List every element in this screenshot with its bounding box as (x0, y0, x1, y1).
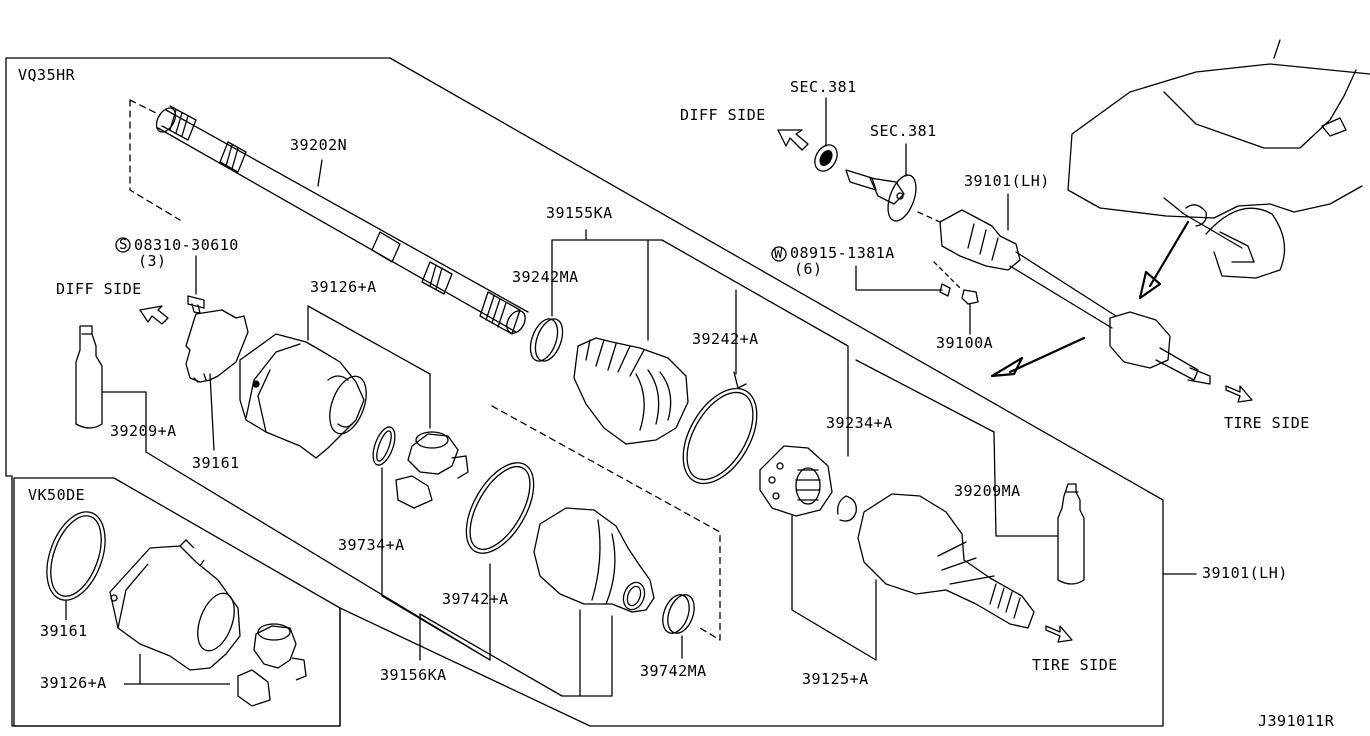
label-39742ma: 39742MA (640, 662, 707, 680)
flange-sec381 (845, 169, 917, 222)
boot-upper (573, 337, 689, 445)
circle-s-marker (115, 237, 131, 253)
label-39126a: 39126+A (310, 278, 377, 296)
label-39202n: 39202N (290, 136, 348, 154)
frame-label-main: VQ35HR (18, 66, 76, 84)
circlip-39234a (837, 495, 857, 522)
ring-39734a (372, 426, 396, 466)
leader-39156ka (419, 609, 613, 697)
inset-frame (13, 477, 341, 727)
arrow-diff-side-left (139, 305, 169, 325)
shaft-top-guide (917, 211, 941, 223)
washer-part (939, 283, 951, 297)
main-frame (5, 57, 1164, 727)
leader-39209ma-top (855, 359, 995, 433)
arrow-large-left (990, 336, 1086, 378)
spider-joint (395, 431, 469, 509)
label-sec381-b: SEC.381 (870, 122, 937, 140)
leader-39209a (101, 391, 491, 661)
outer-joint (857, 493, 1035, 629)
grease-tube-right (1057, 483, 1085, 585)
label-39234a: 39234+A (826, 414, 893, 432)
label-bolt-qty: (3) (138, 252, 167, 270)
circle-w-marker (771, 246, 787, 262)
leader-39202n (317, 159, 323, 187)
arrow-tire-side-bottom (1045, 625, 1073, 643)
leader-39155ka (551, 229, 849, 457)
leader-39161 (209, 373, 215, 451)
boot-lower (533, 507, 655, 613)
label-39742a: 39742+A (442, 590, 509, 608)
label-39125a: 39125+A (802, 670, 869, 688)
label-39101-side: 39101(LH) (1202, 564, 1288, 582)
label-39209a: 39209+A (110, 422, 177, 440)
label-39100a: 39100A (936, 334, 994, 352)
car-illustration (1067, 39, 1370, 279)
inner-race-39125a (759, 445, 833, 517)
label-inset-39161: 39161 (40, 622, 88, 640)
label-bolt-code: 08310-30610 (134, 236, 239, 254)
label-washer-qty: (6) (794, 260, 823, 278)
label-39209ma: 39209MA (954, 482, 1021, 500)
label-39156ka: 39156KA (380, 666, 447, 684)
label-tire-side-top: TIRE SIDE (1224, 414, 1310, 432)
bolt-part (187, 295, 205, 314)
nut-guide (933, 261, 963, 291)
band-39242a (682, 371, 758, 485)
circle-w-text: W (774, 246, 783, 262)
arrow-large-down (1138, 220, 1190, 300)
label-diff-side-top: DIFF SIDE (680, 106, 766, 124)
plate-39161 (185, 309, 249, 383)
label-sec381-a: SEC.381 (790, 78, 857, 96)
shaft-39202n (155, 105, 529, 335)
leader-39125a (791, 515, 877, 661)
arrow-tire-side-top (1225, 385, 1253, 403)
leader-39126a (307, 305, 431, 429)
label-39101-top: 39101(LH) (964, 172, 1050, 190)
label-39242ma: 39242MA (512, 268, 579, 286)
label-39734a: 39734+A (338, 536, 405, 554)
band-39742a (465, 462, 535, 554)
grease-tube-left (75, 325, 103, 429)
clamp-39242ma (529, 318, 564, 362)
shaft-guide (129, 99, 181, 221)
nut-part (961, 289, 979, 305)
label-39155ka: 39155KA (546, 204, 613, 222)
leader-39734a (381, 467, 491, 661)
lower-kit-guide (491, 405, 721, 641)
leader-washer (855, 265, 943, 291)
label-39161: 39161 (192, 454, 240, 472)
label-washer-code: 08915-1381A (790, 244, 895, 262)
label-tire-side-bottom: TIRE SIDE (1032, 656, 1118, 674)
arrow-diff-side-top (777, 129, 809, 151)
circle-s-text: S (119, 237, 128, 253)
housing-39126a (239, 333, 367, 459)
label-39242a: 39242+A (692, 330, 759, 348)
label-diff-side-left: DIFF SIDE (56, 280, 142, 298)
label-inset-39126a: 39126+A (40, 674, 107, 692)
lh-shaft-top (939, 209, 1211, 385)
frame-label-inset: VK50DE (28, 486, 86, 504)
clamp-39742ma (662, 594, 695, 634)
seal-sec381 (814, 144, 838, 172)
drawing-id: J391011R (1258, 712, 1335, 730)
leader-39209ma (993, 431, 1059, 537)
